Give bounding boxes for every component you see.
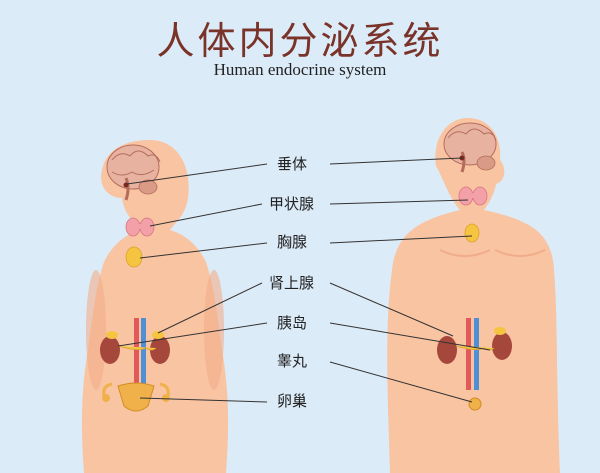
male-chest-shade <box>439 249 491 257</box>
label-pituitary: 垂体 <box>277 155 307 173</box>
leader-ovary-left <box>139 397 268 403</box>
thymus-icon <box>125 246 143 268</box>
leader-pancreas-left <box>117 322 268 347</box>
label-testis: 睾丸 <box>277 352 307 370</box>
female-shadow-left <box>86 270 106 390</box>
leader-adrenal-right <box>329 282 454 337</box>
page-subtitle: Human endocrine system <box>213 60 387 79</box>
leader-adrenal-left <box>157 282 263 334</box>
leader-lines <box>117 157 491 403</box>
brain-icon <box>106 144 161 201</box>
female-shadow-right <box>204 270 224 390</box>
label-thyroid: 甲状腺 <box>269 195 314 213</box>
label-ovary: 卵巢 <box>277 392 307 410</box>
leader-pancreas-right <box>329 322 491 351</box>
male-figure <box>387 118 560 473</box>
male-brain-icon <box>443 122 497 173</box>
female-figure <box>81 140 229 473</box>
gland-labels: 垂体 甲状腺 胸腺 肾上腺 胰岛 睾丸 卵巢 <box>269 155 314 410</box>
pituitary-dot <box>123 182 129 188</box>
thyroid-icon <box>125 217 155 237</box>
female-kidneys-icon <box>100 318 170 390</box>
uterus-icon <box>102 382 170 412</box>
leader-testis-right <box>329 361 473 403</box>
leader-thymus-left <box>139 242 268 259</box>
leader-pituitary-left <box>126 163 268 185</box>
male-body-silhouette <box>387 118 560 473</box>
leader-thymus-right <box>329 235 473 244</box>
testis-icon <box>468 397 482 411</box>
label-adrenal: 肾上腺 <box>269 274 314 292</box>
label-thymus: 胸腺 <box>277 233 307 251</box>
female-body-silhouette <box>81 140 229 473</box>
page-title: 人体内分泌系统 <box>156 19 444 63</box>
leader-pituitary-right <box>329 157 463 165</box>
leader-thyroid-right <box>329 199 469 205</box>
label-pancreas: 胰岛 <box>277 314 307 332</box>
leader-thyroid-left <box>149 203 263 227</box>
male-kidneys-icon <box>437 318 512 390</box>
male-thymus-icon <box>464 223 480 243</box>
male-chest-shade-2 <box>494 249 546 257</box>
